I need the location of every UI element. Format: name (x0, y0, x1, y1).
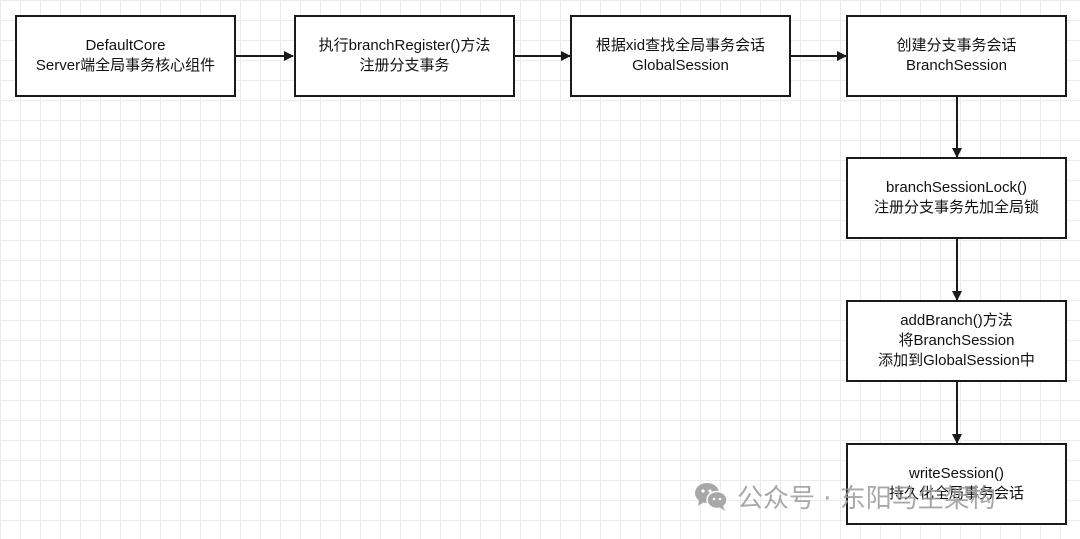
wechat-icon (695, 483, 728, 511)
node-default-core: DefaultCore Server端全局事务核心组件 (15, 15, 236, 97)
node-create-branch-session: 创建分支事务会话 BranchSession (846, 15, 1067, 97)
node-branch-session-lock: branchSessionLock() 注册分支事务先加全局锁 (846, 157, 1067, 239)
node-line: addBranch()方法 (900, 312, 1013, 329)
node-add-branch: addBranch()方法 将BranchSession 添加到GlobalSe… (846, 300, 1067, 382)
node-line: GlobalSession (632, 57, 729, 74)
node-line: BranchSession (906, 57, 1007, 74)
node-line: 执行branchRegister()方法 (318, 37, 491, 54)
node-line: 根据xid查找全局事务会话 (595, 37, 766, 54)
node-line: Server端全局事务核心组件 (35, 57, 216, 74)
node-write-session: writeSession() 持久化全局事务会话 (846, 443, 1067, 525)
node-line: 添加到GlobalSession中 (878, 352, 1035, 369)
node-line: 注册分支事务 (359, 57, 450, 74)
node-line: branchSessionLock() (886, 179, 1027, 196)
node-line: 创建分支事务会话 (896, 37, 1017, 54)
node-branch-register: 执行branchRegister()方法 注册分支事务 (294, 15, 515, 97)
node-line: 持久化全局事务会话 (888, 485, 1024, 502)
watermark-text: 公众号 · 东阳马生架构 (737, 483, 996, 514)
node-line: writeSession() (908, 465, 1005, 482)
node-find-global-session: 根据xid查找全局事务会话 GlobalSession (570, 15, 791, 97)
node-line: DefaultCore (85, 37, 166, 54)
node-line: 注册分支事务先加全局锁 (873, 199, 1039, 216)
node-line: 将BranchSession (898, 332, 1015, 349)
watermark: 公众号 · 东阳马生架构 (693, 476, 996, 516)
